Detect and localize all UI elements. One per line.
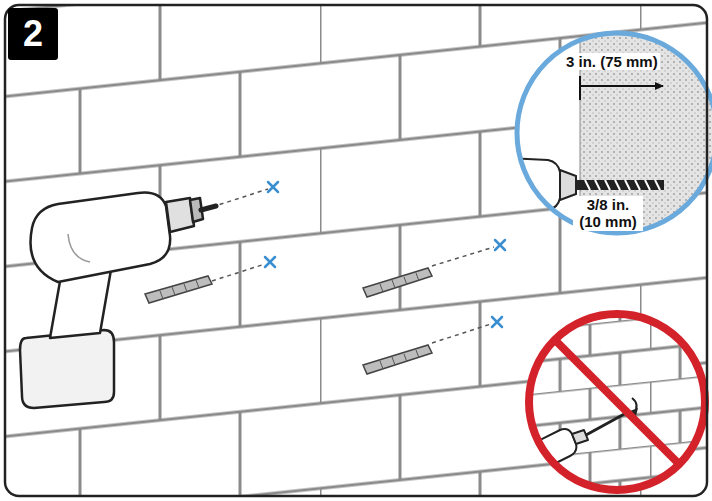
dimension-label: 3/8 in. (10 mm) bbox=[573, 196, 643, 231]
step-number-text: 2 bbox=[23, 16, 43, 52]
drill bbox=[20, 193, 203, 408]
dimension-label: 3 in. (75 mm) bbox=[564, 53, 660, 70]
step-number: 2 bbox=[8, 8, 58, 60]
